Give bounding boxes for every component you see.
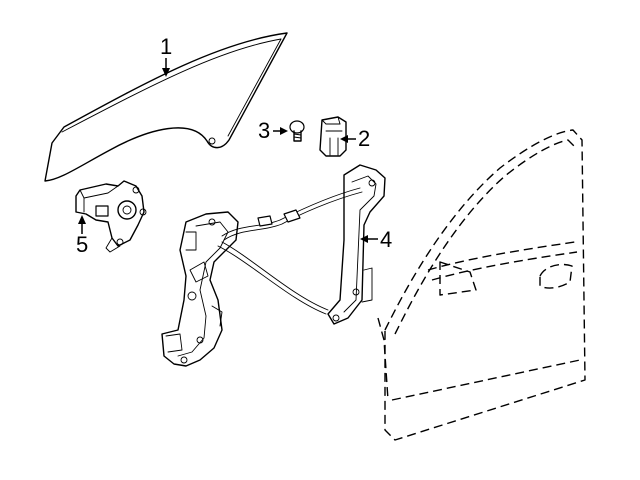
callout-label: 3 [258,118,270,143]
callout-5: 5 [76,215,88,257]
door-shell [377,129,586,441]
window-motor [75,180,147,253]
callout-4: 4 [360,227,392,252]
callout-1: 1 [160,34,172,77]
callout-label: 5 [76,232,88,257]
callout-2: 2 [340,126,370,151]
callout-3: 3 [258,118,288,143]
door-glass [44,32,288,182]
callout-label: 2 [358,126,370,151]
bolt [289,120,305,142]
arrow-icon [162,68,170,77]
arrow-icon [78,215,86,224]
arrow-icon [340,135,348,143]
callout-label: 1 [160,34,172,59]
window-regulator [161,164,386,367]
arrow-icon [360,235,368,243]
arrow-icon [280,127,288,135]
glass-guide-clip [319,116,347,157]
callout-label: 4 [380,227,392,252]
